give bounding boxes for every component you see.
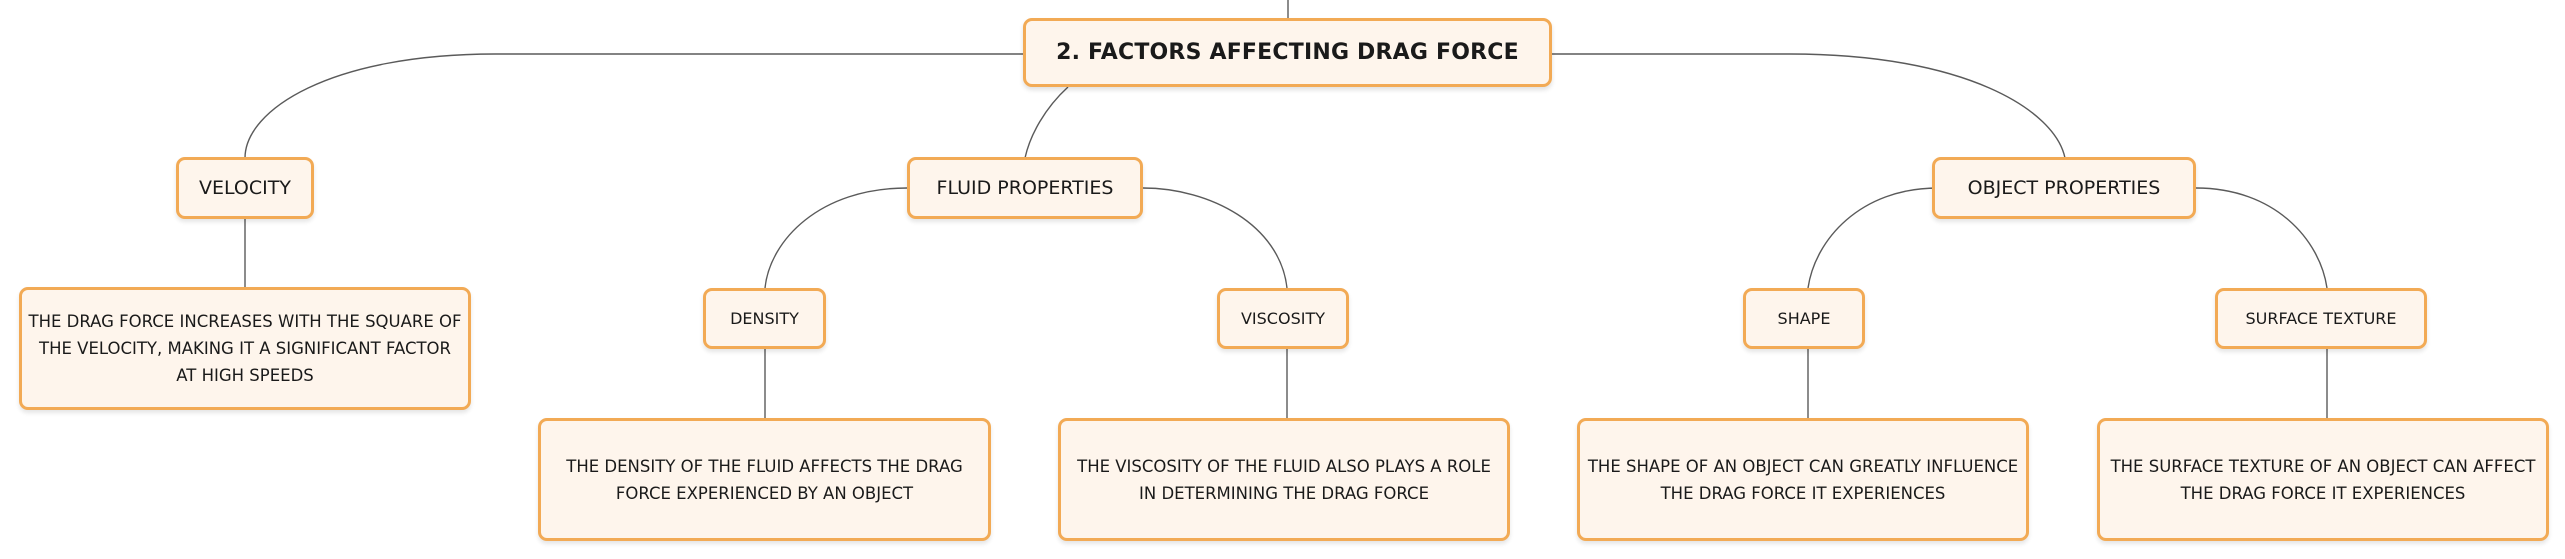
density-description[interactable]: THE DENSITY OF THE FLUID AFFECTS THE DRA… [538,418,991,541]
topic-velocity[interactable]: VELOCITY [176,157,314,219]
density-description-text: THE DENSITY OF THE FLUID AFFECTS THE DRA… [566,456,963,503]
root-topic-label: 2. FACTORS AFFECTING DRAG FORCE [1056,40,1519,65]
topic-surface-texture-label: SURFACE TEXTURE [2245,309,2397,328]
connector-fluid-to-viscosity [1142,187,1288,289]
root-topic[interactable]: 2. FACTORS AFFECTING DRAG FORCE [1023,18,1552,87]
topic-shape[interactable]: SHAPE [1743,288,1865,349]
topic-viscosity-label: VISCOSITY [1240,309,1325,328]
viscosity-description-text: THE VISCOSITY OF THE FLUID ALSO PLAYS A … [1077,456,1491,503]
connector-root-to-fluid-properties [1024,86,1069,159]
connector-object-to-shape [1807,187,1939,289]
connector-fluid-to-density [764,187,908,289]
connector-root-to-velocity [244,53,1023,159]
topic-fluid-properties-label: FLUID PROPERTIES [936,177,1114,199]
topic-object-properties-label: OBJECT PROPERTIES [1967,177,2161,199]
topic-fluid-properties[interactable]: FLUID PROPERTIES [907,157,1143,219]
topic-surface-texture[interactable]: SURFACE TEXTURE [2215,288,2427,349]
viscosity-description[interactable]: THE VISCOSITY OF THE FLUID ALSO PLAYS A … [1058,418,1510,541]
topic-shape-label: SHAPE [1777,309,1831,328]
topic-density-label: DENSITY [730,309,799,328]
surface-texture-description-text: THE SURFACE TEXTURE OF AN OBJECT CAN AFF… [2110,456,2536,503]
surface-texture-description[interactable]: THE SURFACE TEXTURE OF AN OBJECT CAN AFF… [2097,418,2549,541]
connector-object-to-surface-texture [2195,187,2328,289]
topic-viscosity[interactable]: VISCOSITY [1217,288,1349,349]
topic-object-properties[interactable]: OBJECT PROPERTIES [1932,157,2196,219]
velocity-description-text: THE DRAG FORCE INCREASES WITH THE SQUARE… [28,312,462,385]
topic-density[interactable]: DENSITY [703,288,826,349]
shape-description[interactable]: THE SHAPE OF AN OBJECT CAN GREATLY INFLU… [1577,418,2029,541]
shape-description-text: THE SHAPE OF AN OBJECT CAN GREATLY INFLU… [1587,456,2019,503]
topic-velocity-label: VELOCITY [199,177,291,199]
connector-root-to-object-properties [1552,53,2066,159]
velocity-description[interactable]: THE DRAG FORCE INCREASES WITH THE SQUARE… [19,287,471,410]
